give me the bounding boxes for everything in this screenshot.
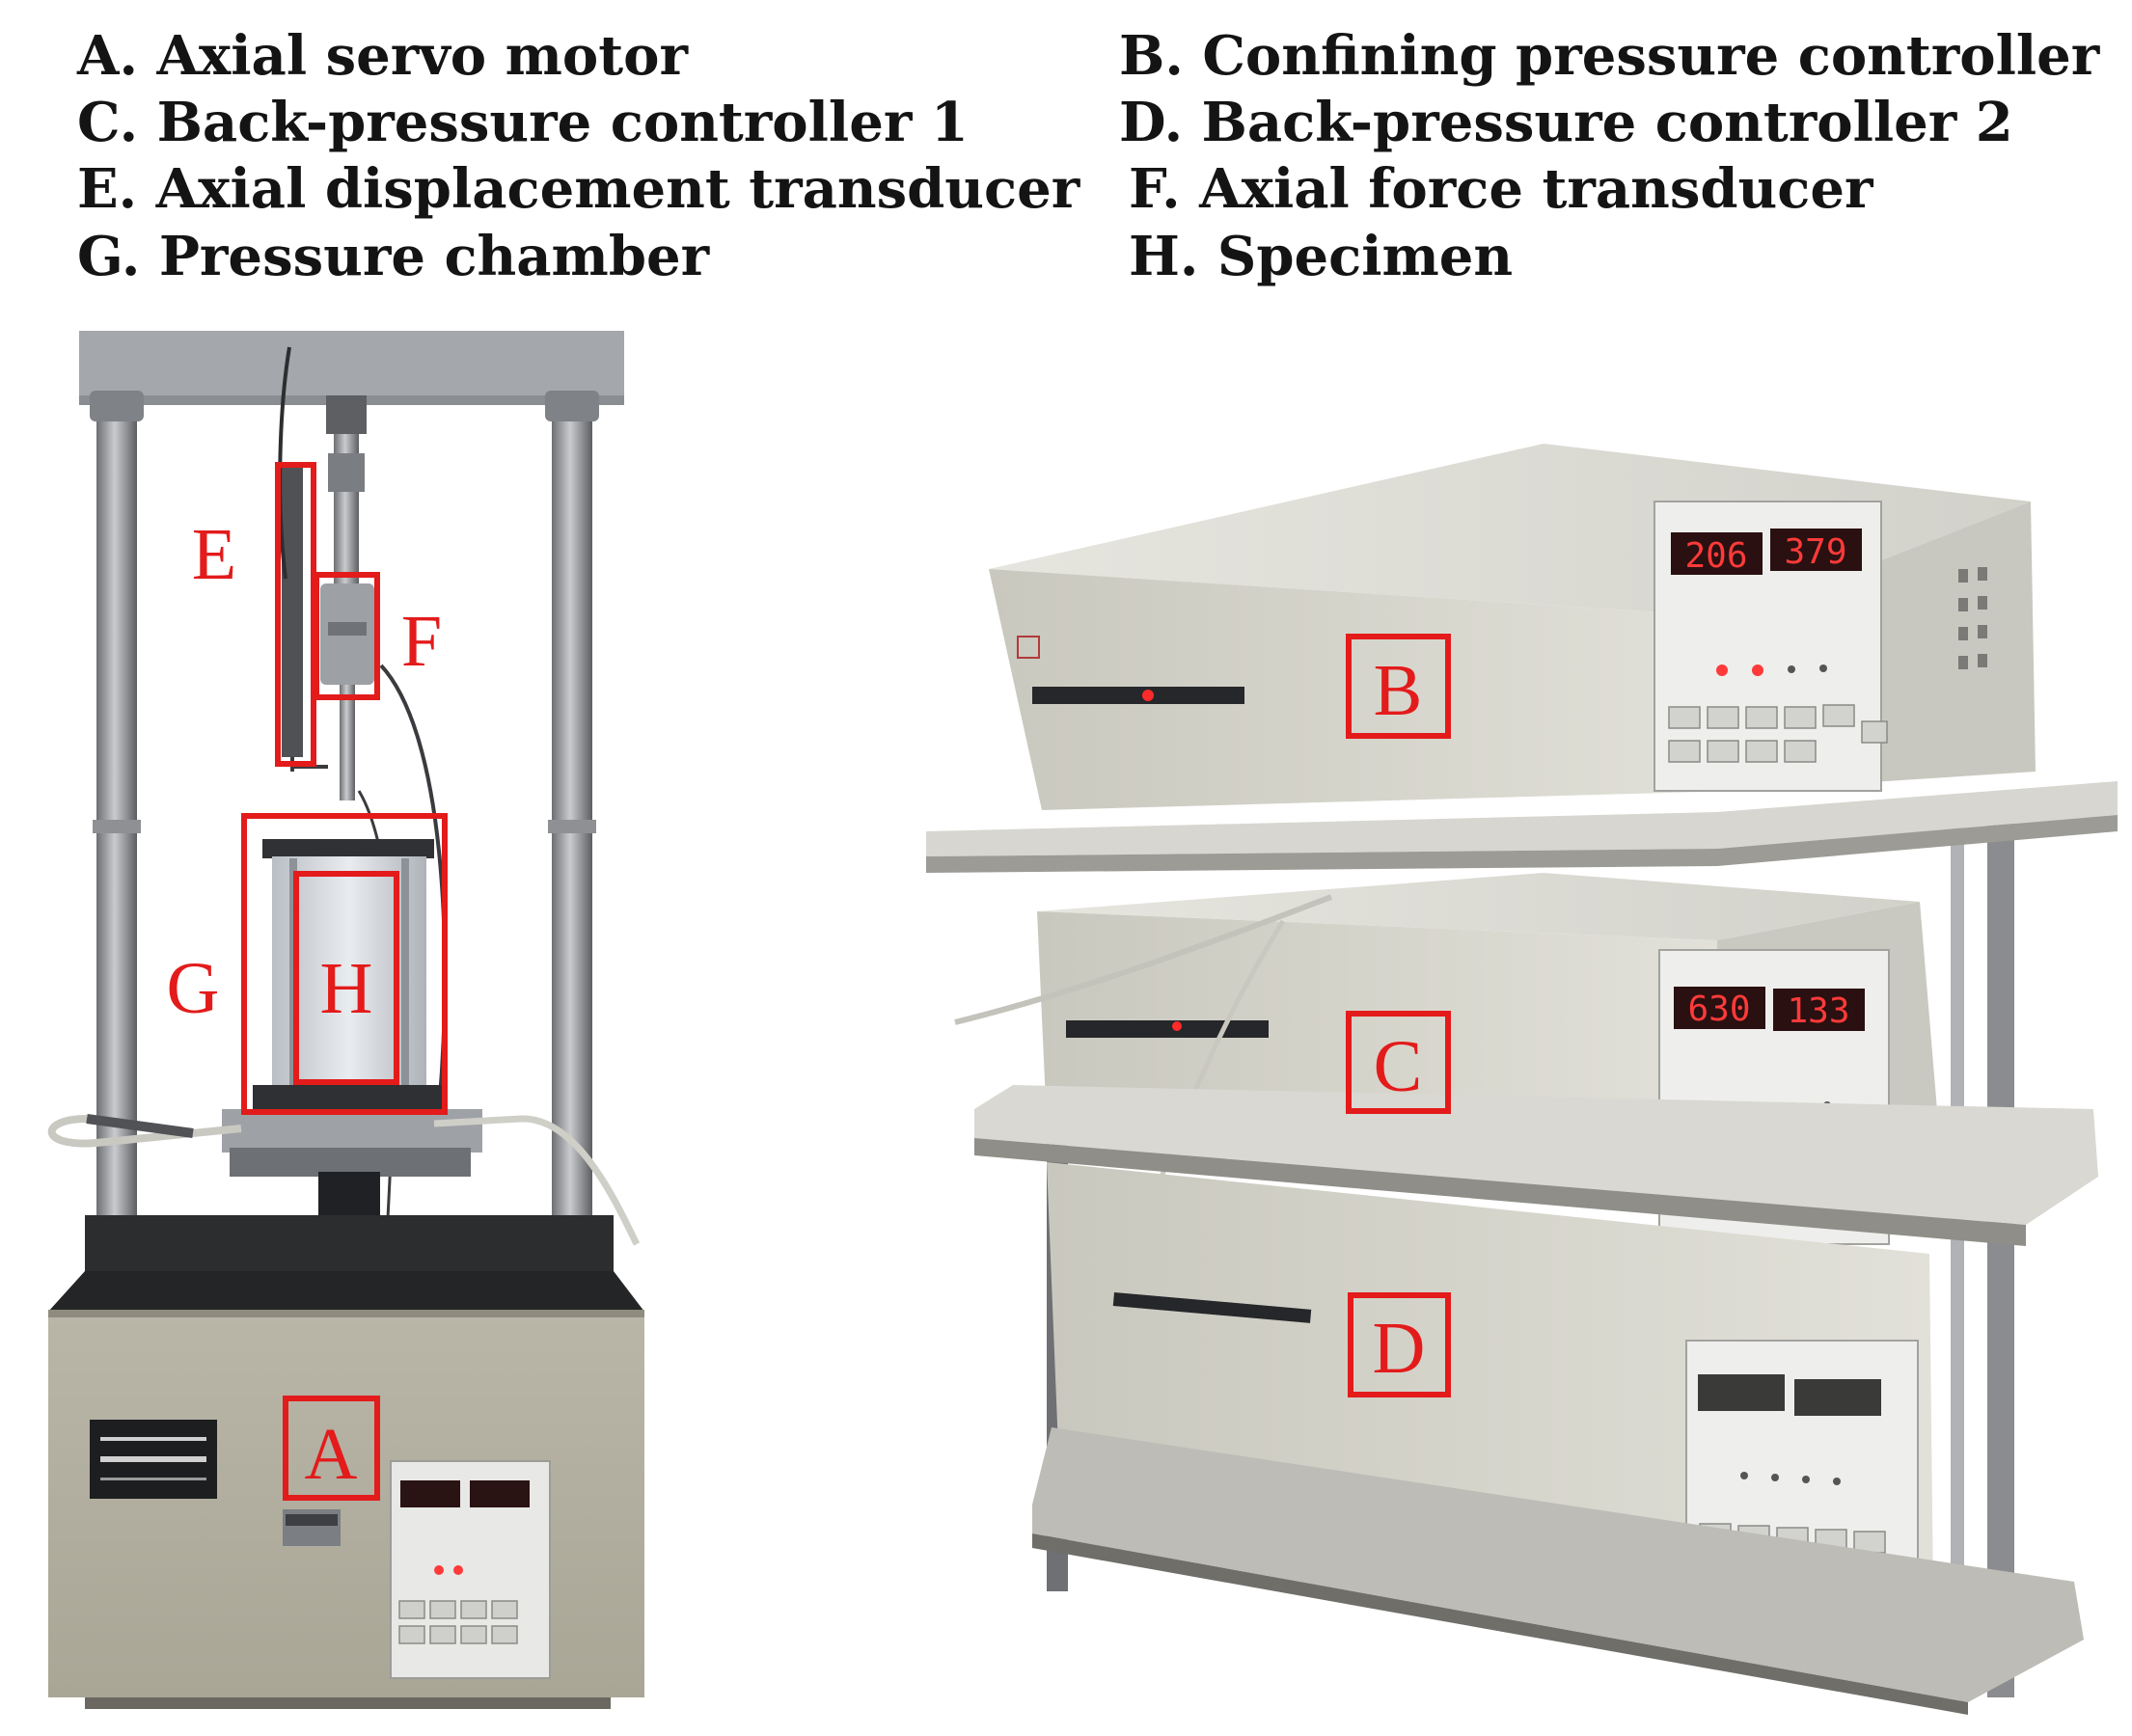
display-b-right: 379 xyxy=(1784,532,1846,572)
controller-b: 206 379 xyxy=(989,444,2036,810)
legend-item-b: B. Confining pressure controller xyxy=(1119,24,2100,88)
marker-d-letter: D xyxy=(1373,1308,1426,1389)
marker-g: G xyxy=(167,813,448,1115)
display-b-left: 206 xyxy=(1684,536,1747,576)
legend-item-a: A. Axial servo motor xyxy=(77,24,688,88)
marker-h-letter: H xyxy=(320,948,373,1029)
controller-stack: 206 379 xyxy=(926,444,2118,1715)
display-c-right: 133 xyxy=(1787,991,1849,1031)
marker-g-letter: G xyxy=(167,948,220,1029)
legend-item-f: F. Axial force transducer xyxy=(1129,157,1873,221)
marker-a: A xyxy=(283,1396,380,1501)
marker-c-letter: C xyxy=(1374,1026,1423,1107)
marker-b-letter: B xyxy=(1374,650,1423,731)
marker-b: B xyxy=(1346,634,1451,739)
marker-h: H xyxy=(293,871,399,1085)
marker-e-letter: E xyxy=(192,514,236,595)
marker-a-letter: A xyxy=(305,1414,358,1495)
marker-d: D xyxy=(1348,1292,1451,1397)
legend-item-e: E. Axial displacement transducer xyxy=(77,157,1080,221)
legend-item-h: H. Specimen xyxy=(1129,225,1514,288)
legend-item-g: G. Pressure chamber xyxy=(77,225,710,288)
legend-item-c: C. Back-pressure controller 1 xyxy=(77,91,969,154)
legend: A. Axial servo motor C. Back-pressure co… xyxy=(0,0,2132,289)
marker-c: C xyxy=(1346,1011,1451,1114)
marker-f-letter: F xyxy=(401,601,442,682)
display-c-left: 630 xyxy=(1687,990,1750,1029)
marker-f: F xyxy=(314,572,442,700)
legend-item-d: D. Back-pressure controller 2 xyxy=(1119,91,2013,154)
apparatus-photo: 206 379 xyxy=(47,331,2118,1715)
